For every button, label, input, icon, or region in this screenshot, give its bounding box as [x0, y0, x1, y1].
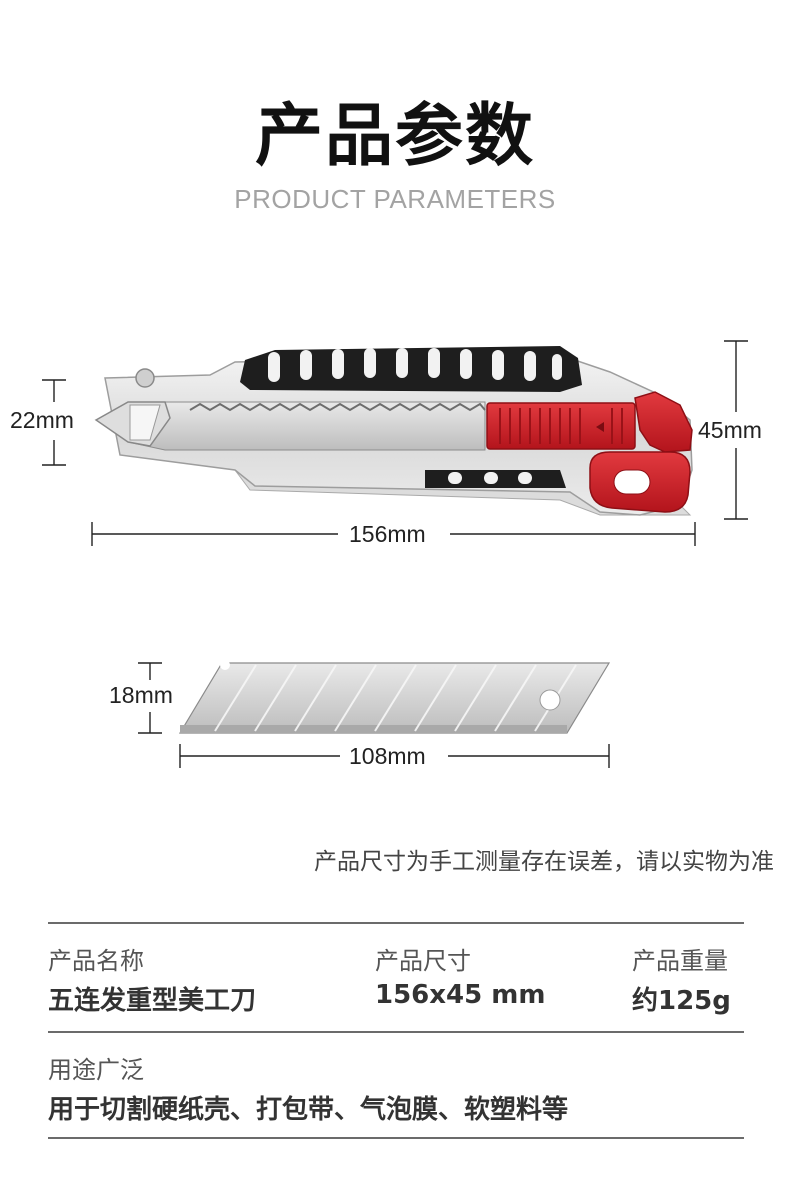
knife-blade-dimension-label: 22mm: [10, 407, 74, 433]
knife-height-dimension-label: 45mm: [698, 417, 762, 443]
product-diagram: 22mm 45mm 156mm 18mm 108mm: [10, 340, 762, 769]
spare-blade-image: [178, 660, 611, 734]
spec-usage-value: 用于切割硬纸壳、打包带、气泡膜、软塑料等: [48, 1095, 569, 1125]
utility-knife-image: [94, 346, 693, 516]
spec-divider-middle: [48, 1031, 744, 1033]
spec-size-value: 156x45 mm: [375, 980, 546, 1010]
page-subtitle: PRODUCT PARAMETERS: [234, 184, 556, 214]
blade-length-dimension-label: 108mm: [349, 743, 426, 769]
spec-divider-top: [48, 922, 744, 924]
spec-weight-label: 产品重量: [632, 947, 728, 975]
spec-weight-value: 约125g: [632, 986, 731, 1016]
spec-name-value: 五连发重型美工刀: [48, 986, 257, 1016]
measurement-note: 产品尺寸为手工测量存在误差，请以实物为准: [314, 849, 774, 875]
page-title: 产品参数: [254, 97, 535, 176]
spec-size-label: 产品尺寸: [375, 947, 471, 975]
spec-divider-bottom: [48, 1137, 744, 1139]
spec-usage-label: 用途广泛: [48, 1056, 144, 1084]
blade-height-dimension-label: 18mm: [109, 682, 173, 708]
knife-width-dimension-label: 156mm: [349, 521, 426, 547]
spec-name-label: 产品名称: [48, 947, 144, 975]
